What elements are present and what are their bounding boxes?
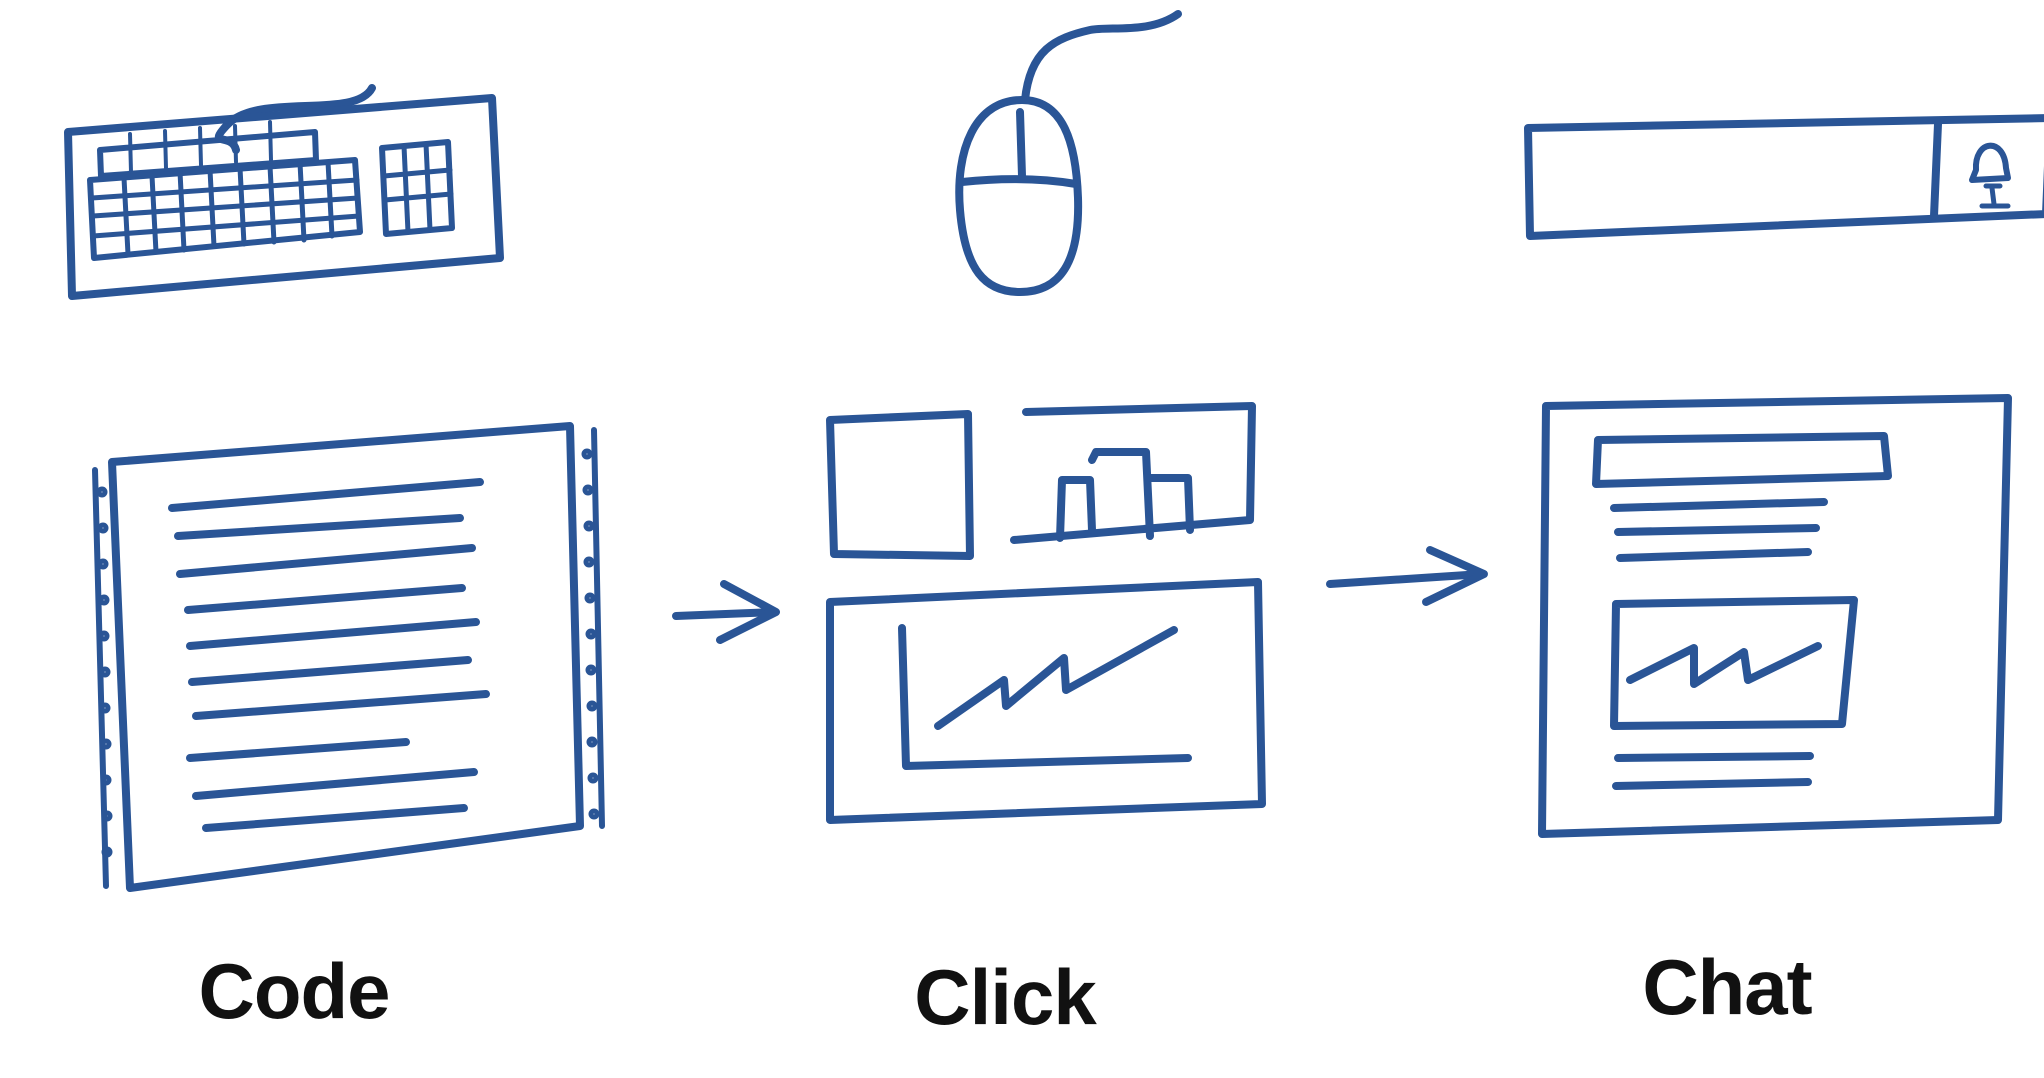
mouse-icon <box>955 10 1182 296</box>
label-click: Click <box>914 953 1096 1041</box>
label-code: Code <box>198 947 391 1035</box>
arrow-right-icon <box>1326 546 1488 606</box>
arrow-right-icon <box>672 580 780 644</box>
dashboard-icon <box>826 402 1266 824</box>
printed-document-icon <box>92 422 605 892</box>
keyboard-icon <box>64 84 504 300</box>
report-page-icon <box>1538 394 2012 838</box>
label-chat: Chat <box>1642 943 1812 1031</box>
diagram-ink <box>64 10 2044 892</box>
chat-input-bar-icon <box>1524 114 2044 240</box>
tractor-feed-holes <box>96 448 600 858</box>
